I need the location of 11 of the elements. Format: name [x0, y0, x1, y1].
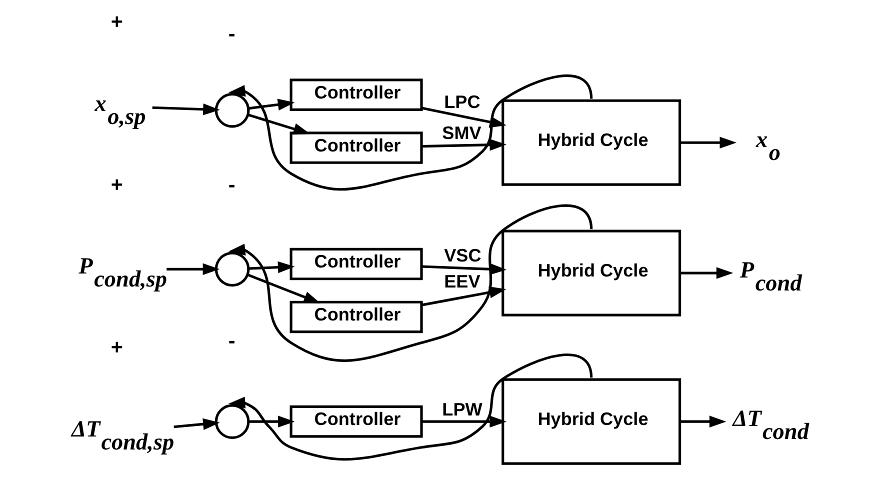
edge-label: VSC: [444, 246, 481, 266]
label: -: [228, 330, 235, 353]
edge-label: LPW: [442, 399, 482, 420]
edge-label: EEV: [444, 272, 480, 292]
edge-label: SMV: [442, 122, 481, 143]
label: -: [228, 173, 235, 196]
label: +: [110, 173, 122, 196]
label: -: [228, 22, 235, 46]
label: +: [110, 336, 122, 360]
edge-label: LPC: [444, 92, 480, 112]
label: +: [110, 10, 122, 34]
